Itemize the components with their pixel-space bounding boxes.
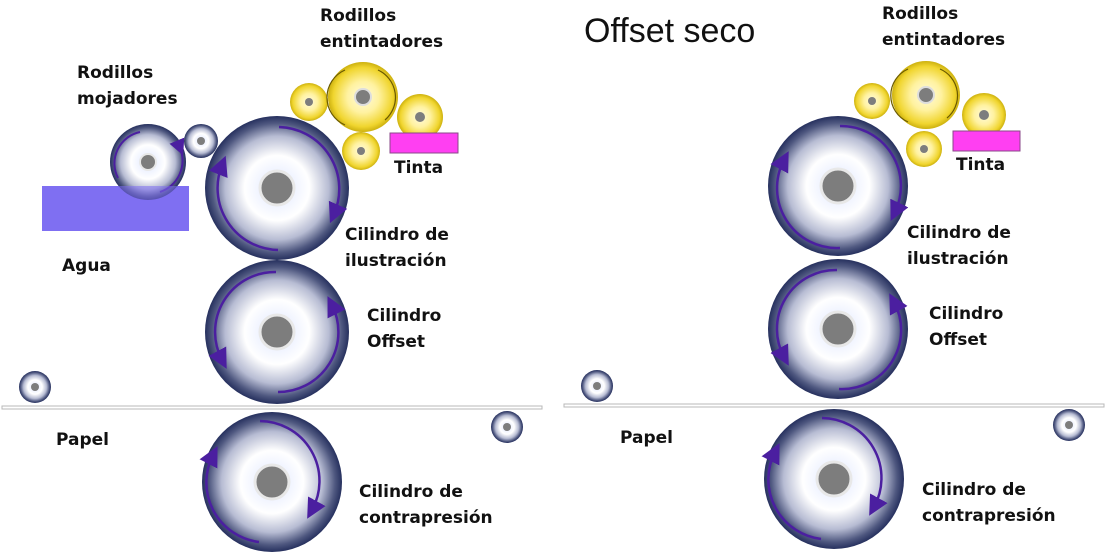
label-line: Cilindro de <box>907 223 1011 243</box>
label-paper: Papel <box>56 430 110 450</box>
panel-offset-humedo: Rodillos entintadores Rodillos mojadores… <box>1 3 543 552</box>
label-line: ilustración <box>345 251 447 271</box>
label-line: Rodillos <box>320 6 397 26</box>
label-line: ilustración <box>907 249 1009 269</box>
label-inking-rollers: Rodillos entintadores <box>882 1 1005 53</box>
label-blanket-cylinder: Cilindro Offset <box>367 303 441 355</box>
impression-cylinder <box>199 412 342 552</box>
ink-tray <box>952 130 1021 152</box>
label-line: Cilindro de <box>359 482 463 502</box>
label-line: Offset <box>367 332 425 352</box>
blanket-cylinder <box>205 260 349 404</box>
label-line: entintadores <box>320 32 444 52</box>
label-dampening-rollers: Rodillos mojadores <box>77 60 178 112</box>
label-line: Rodillos <box>882 4 959 24</box>
label-line: mojadores <box>77 89 178 109</box>
label-line: contrapresión <box>922 506 1056 526</box>
panel-title: Offset seco <box>584 12 756 50</box>
label-ink: Tinta <box>956 155 1006 175</box>
plate-cylinder <box>768 116 909 256</box>
dampening-roller <box>110 124 188 201</box>
paper-guide-roller-left <box>19 371 51 403</box>
label-impression-cylinder: Cilindro de contrapresión <box>359 479 493 531</box>
label-line: Cilindro <box>367 306 442 326</box>
impression-cylinder <box>761 409 904 549</box>
label-line: entintadores <box>882 30 1006 50</box>
label-ink: Tinta <box>394 158 444 178</box>
label-water: Agua <box>62 256 111 276</box>
label-inking-rollers: Rodillos entintadores <box>320 3 443 55</box>
label-line: Rodillos <box>77 63 154 83</box>
label-line: Offset <box>929 330 987 350</box>
paper-guide-roller-right <box>1053 409 1085 441</box>
label-paper: Papel <box>620 428 674 448</box>
paper-sheet <box>1 405 543 410</box>
press-diagram <box>1 62 543 552</box>
label-line: Cilindro <box>929 304 1004 324</box>
blanket-cylinder <box>768 259 908 399</box>
press-diagram <box>563 61 1105 549</box>
label-line: contrapresión <box>359 508 493 528</box>
label-impression-cylinder: Cilindro de contrapresión <box>922 477 1056 529</box>
ink-rollers <box>290 62 443 170</box>
panel-offset-seco: Offset seco Rodillos entintadores Tinta … <box>562 0 1106 558</box>
ink-tray <box>389 132 459 154</box>
label-line: Cilindro de <box>345 225 449 245</box>
paper-sheet <box>563 403 1105 408</box>
ink-rollers <box>854 61 1006 167</box>
paper-guide-roller-left <box>581 370 613 402</box>
dampening-roller-small <box>184 124 218 158</box>
label-blanket-cylinder: Cilindro Offset <box>929 301 1003 353</box>
paper-guide-roller-right <box>491 411 523 443</box>
label-plate-cylinder: Cilindro de ilustración <box>345 222 449 274</box>
label-plate-cylinder: Cilindro de ilustración <box>907 220 1011 272</box>
plate-cylinder <box>205 116 349 260</box>
label-line: Cilindro de <box>922 480 1026 500</box>
